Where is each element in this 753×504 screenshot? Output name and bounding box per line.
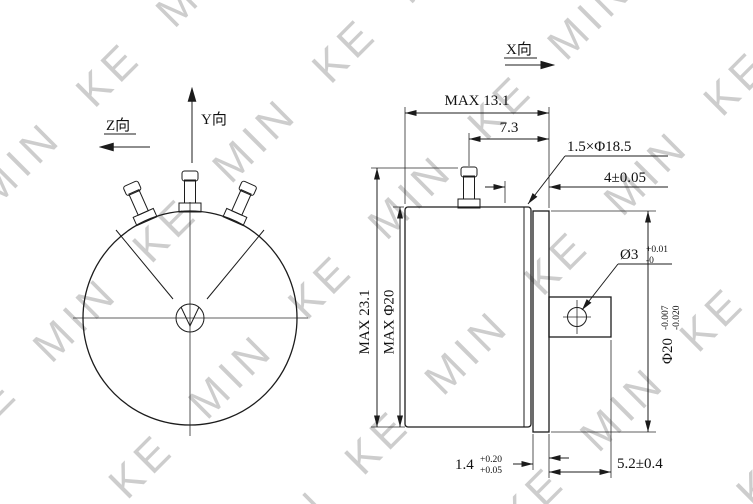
dim-hole-tol-upper: +0.01 (646, 245, 668, 255)
terminal-pin-center (178, 170, 202, 213)
dim-ring: 1.5×Φ18.5 (567, 139, 631, 155)
dim-flange-dia-base: Φ20 (660, 338, 676, 364)
dimensions: MAX 13.1 7.3 1.5×Φ18.5 4±0.05 MAX 23.1 M… (357, 93, 682, 478)
shaft (548, 296, 612, 338)
dim-step: 4±0.05 (604, 170, 646, 186)
shaft-flat-mark (180, 306, 200, 328)
dim-flange-dia: Φ20 -0.007 -0.020 (660, 305, 682, 364)
terminal-angle-line-right (206, 229, 265, 300)
dim-shaft-length: 5.2±0.4 (617, 456, 663, 472)
side-view: X向 (404, 41, 612, 433)
dim-max-width: MAX 13.1 (444, 93, 509, 109)
shaft-hole-circle (175, 303, 205, 333)
terminal-angle-line-left (115, 229, 174, 300)
terminal-pin-left (119, 178, 158, 227)
dim-hole-base: Ø3 (620, 247, 638, 263)
dim-flange-dia-tol-upper: -0.007 (661, 305, 671, 330)
dim-flange-dia-tol-lower: -0.020 (672, 305, 682, 330)
leader-line-ring (527, 155, 566, 205)
terminal-pin-side-view (457, 166, 481, 209)
watermark-text: KE MIN KE MIN KE MIN KE MIN KE MIN KE MI… (189, 0, 753, 504)
body-outline-circle (82, 210, 298, 426)
y-axis-label: Y向 (201, 111, 227, 128)
dim-max-height: MAX 23.1 (357, 289, 373, 354)
body-outline (404, 206, 532, 428)
dim-body-dia: MAX Φ20 (382, 290, 398, 355)
dim-flange-thickness-base: 1.4 (455, 457, 474, 473)
dim-pin-to-face: 7.3 (500, 120, 519, 136)
pin-cap (181, 170, 199, 182)
z-axis-label: Z向 (106, 117, 130, 134)
dim-flange-thickness-tol-lower: +0.05 (480, 466, 502, 476)
x-axis-label: X向 (506, 41, 532, 58)
pin-stem (184, 179, 196, 204)
leader-line-hole (581, 263, 619, 311)
front-view: Y向 Z向 (73, 86, 308, 436)
dim-flange-thickness-tol-upper: +0.20 (480, 455, 502, 465)
